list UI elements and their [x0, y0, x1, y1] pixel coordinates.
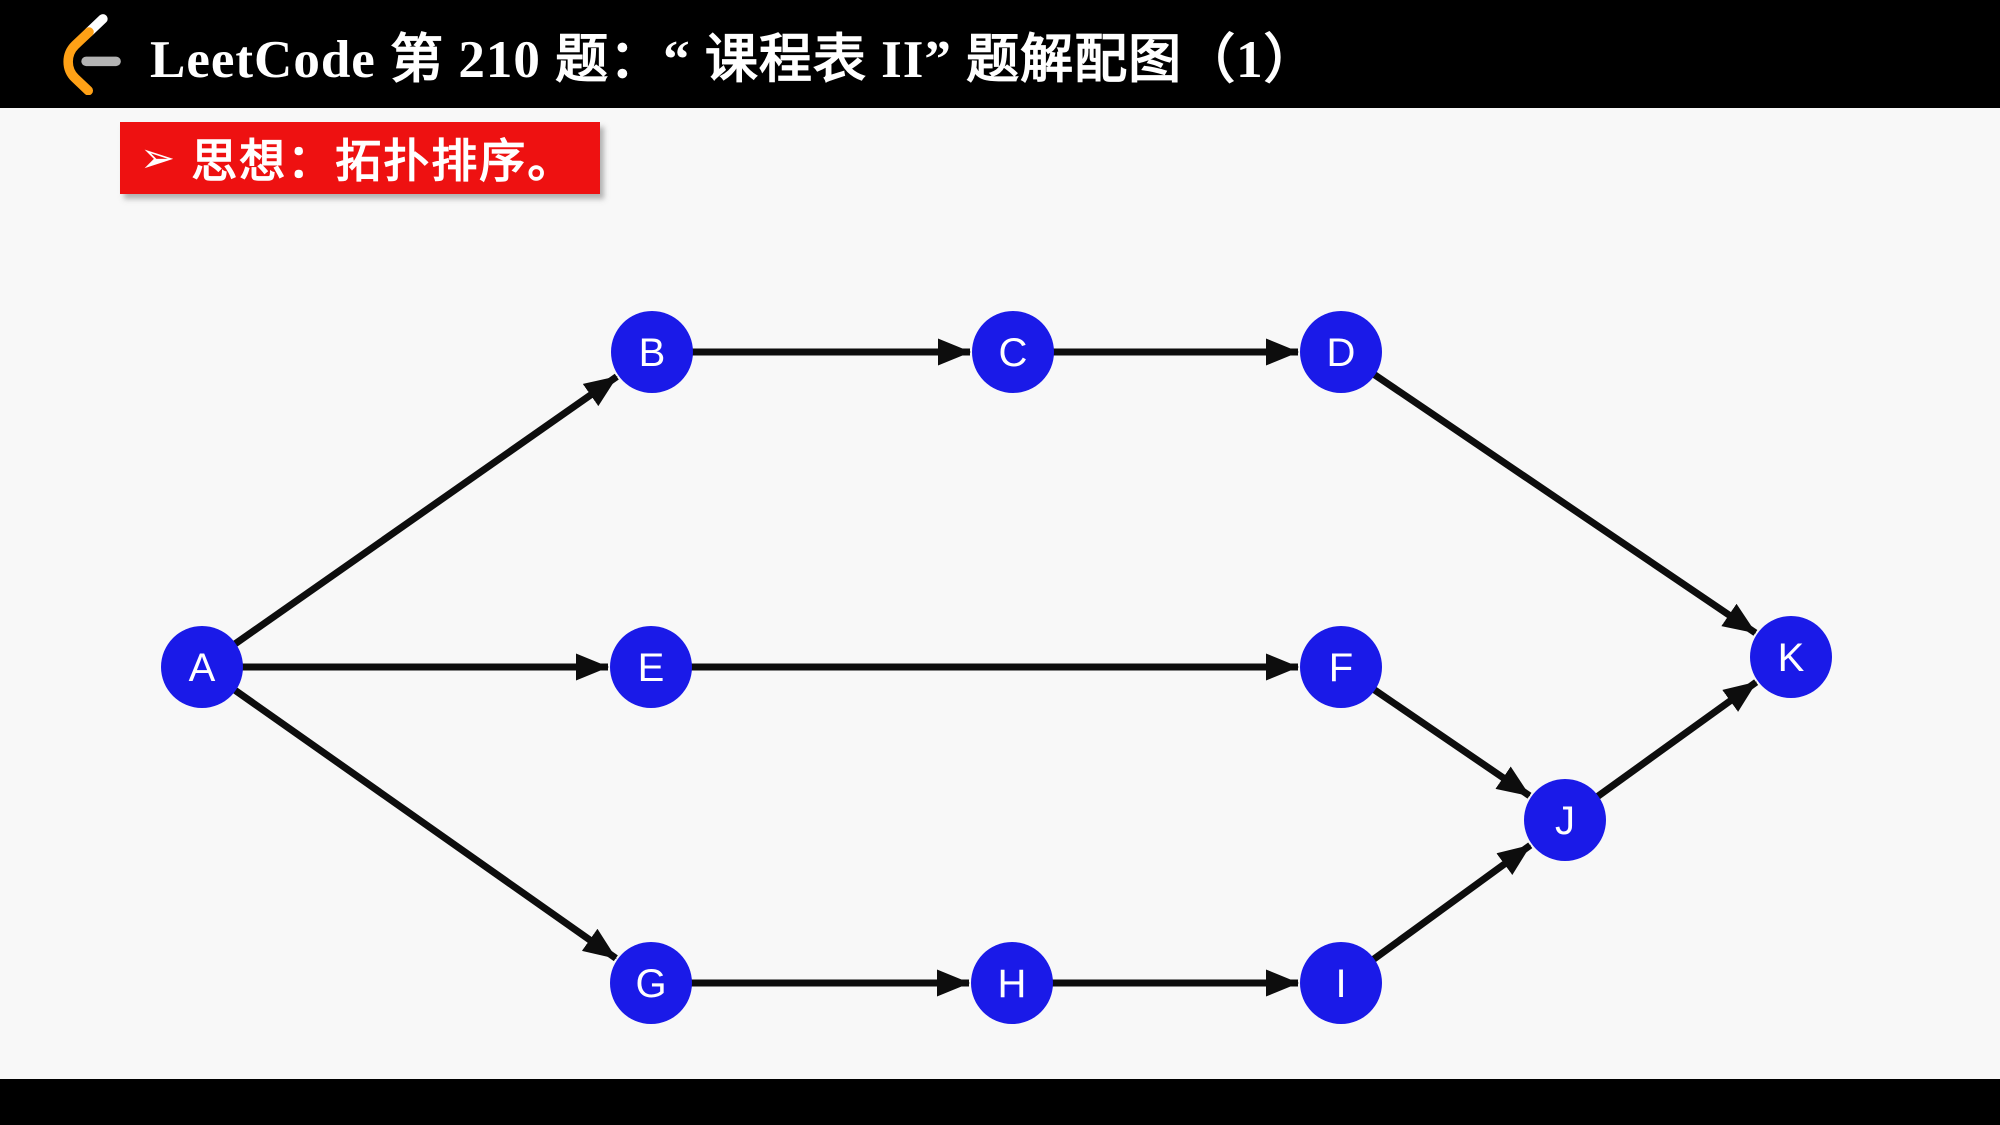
leetcode-logo-icon	[63, 14, 121, 95]
node-circle-K	[1750, 616, 1832, 698]
node-label-B: B	[639, 331, 666, 375]
node-label-A: A	[189, 646, 216, 690]
node-label-H: H	[998, 962, 1027, 1006]
graph-node-C: C	[972, 311, 1054, 393]
node-label-F: F	[1329, 646, 1353, 690]
node-circle-A	[161, 626, 243, 708]
idea-banner: ➢ 思想：拓扑排序。	[120, 122, 600, 194]
graph-node-J: J	[1524, 779, 1606, 861]
graph-edge-F-J	[1370, 685, 1532, 799]
graph-node-K: K	[1750, 616, 1832, 698]
graph-node-I: I	[1300, 942, 1382, 1024]
node-label-E: E	[638, 646, 665, 690]
arrow-bullet-icon: ➢	[140, 134, 176, 181]
node-circle-J	[1524, 779, 1606, 861]
banner-label: 思想：拓扑排序。	[191, 136, 576, 187]
node-circle-B	[611, 311, 693, 393]
node-label-C: C	[999, 331, 1028, 375]
graph-node-H: H	[971, 942, 1053, 1024]
graph-edge-A-G	[231, 686, 618, 962]
node-circle-G	[610, 942, 692, 1024]
graph-node-E: E	[610, 626, 692, 708]
graph-node-A: A	[161, 626, 243, 708]
node-label-D: D	[1327, 331, 1356, 375]
footer-bar	[0, 1079, 2000, 1125]
graph-node-F: F	[1300, 626, 1382, 708]
node-circle-D	[1300, 311, 1382, 393]
graph-node-B: B	[611, 311, 693, 393]
logo-c-stroke	[63, 27, 94, 95]
node-label-I: I	[1335, 962, 1346, 1006]
node-circle-E	[610, 626, 692, 708]
node-circle-C	[972, 311, 1054, 393]
node-circle-H	[971, 942, 1053, 1024]
graph-edge-D-K	[1370, 370, 1758, 636]
graph-node-G: G	[610, 942, 692, 1024]
node-circle-F	[1300, 626, 1382, 708]
graph-edge-I-J	[1369, 842, 1533, 964]
graph-edge-J-K	[1593, 679, 1759, 801]
node-label-G: G	[635, 962, 666, 1006]
node-circle-I	[1300, 942, 1382, 1024]
node-label-K: K	[1778, 636, 1805, 680]
page-title: LeetCode 第 210 题：“ 课程表 II” 题解配图（1）	[150, 31, 1318, 89]
header-bar: LeetCode 第 210 题：“ 课程表 II” 题解配图（1）	[0, 0, 2000, 108]
node-label-J: J	[1555, 799, 1575, 843]
graph-node-D: D	[1300, 311, 1382, 393]
graph-edge-A-B	[231, 373, 619, 649]
